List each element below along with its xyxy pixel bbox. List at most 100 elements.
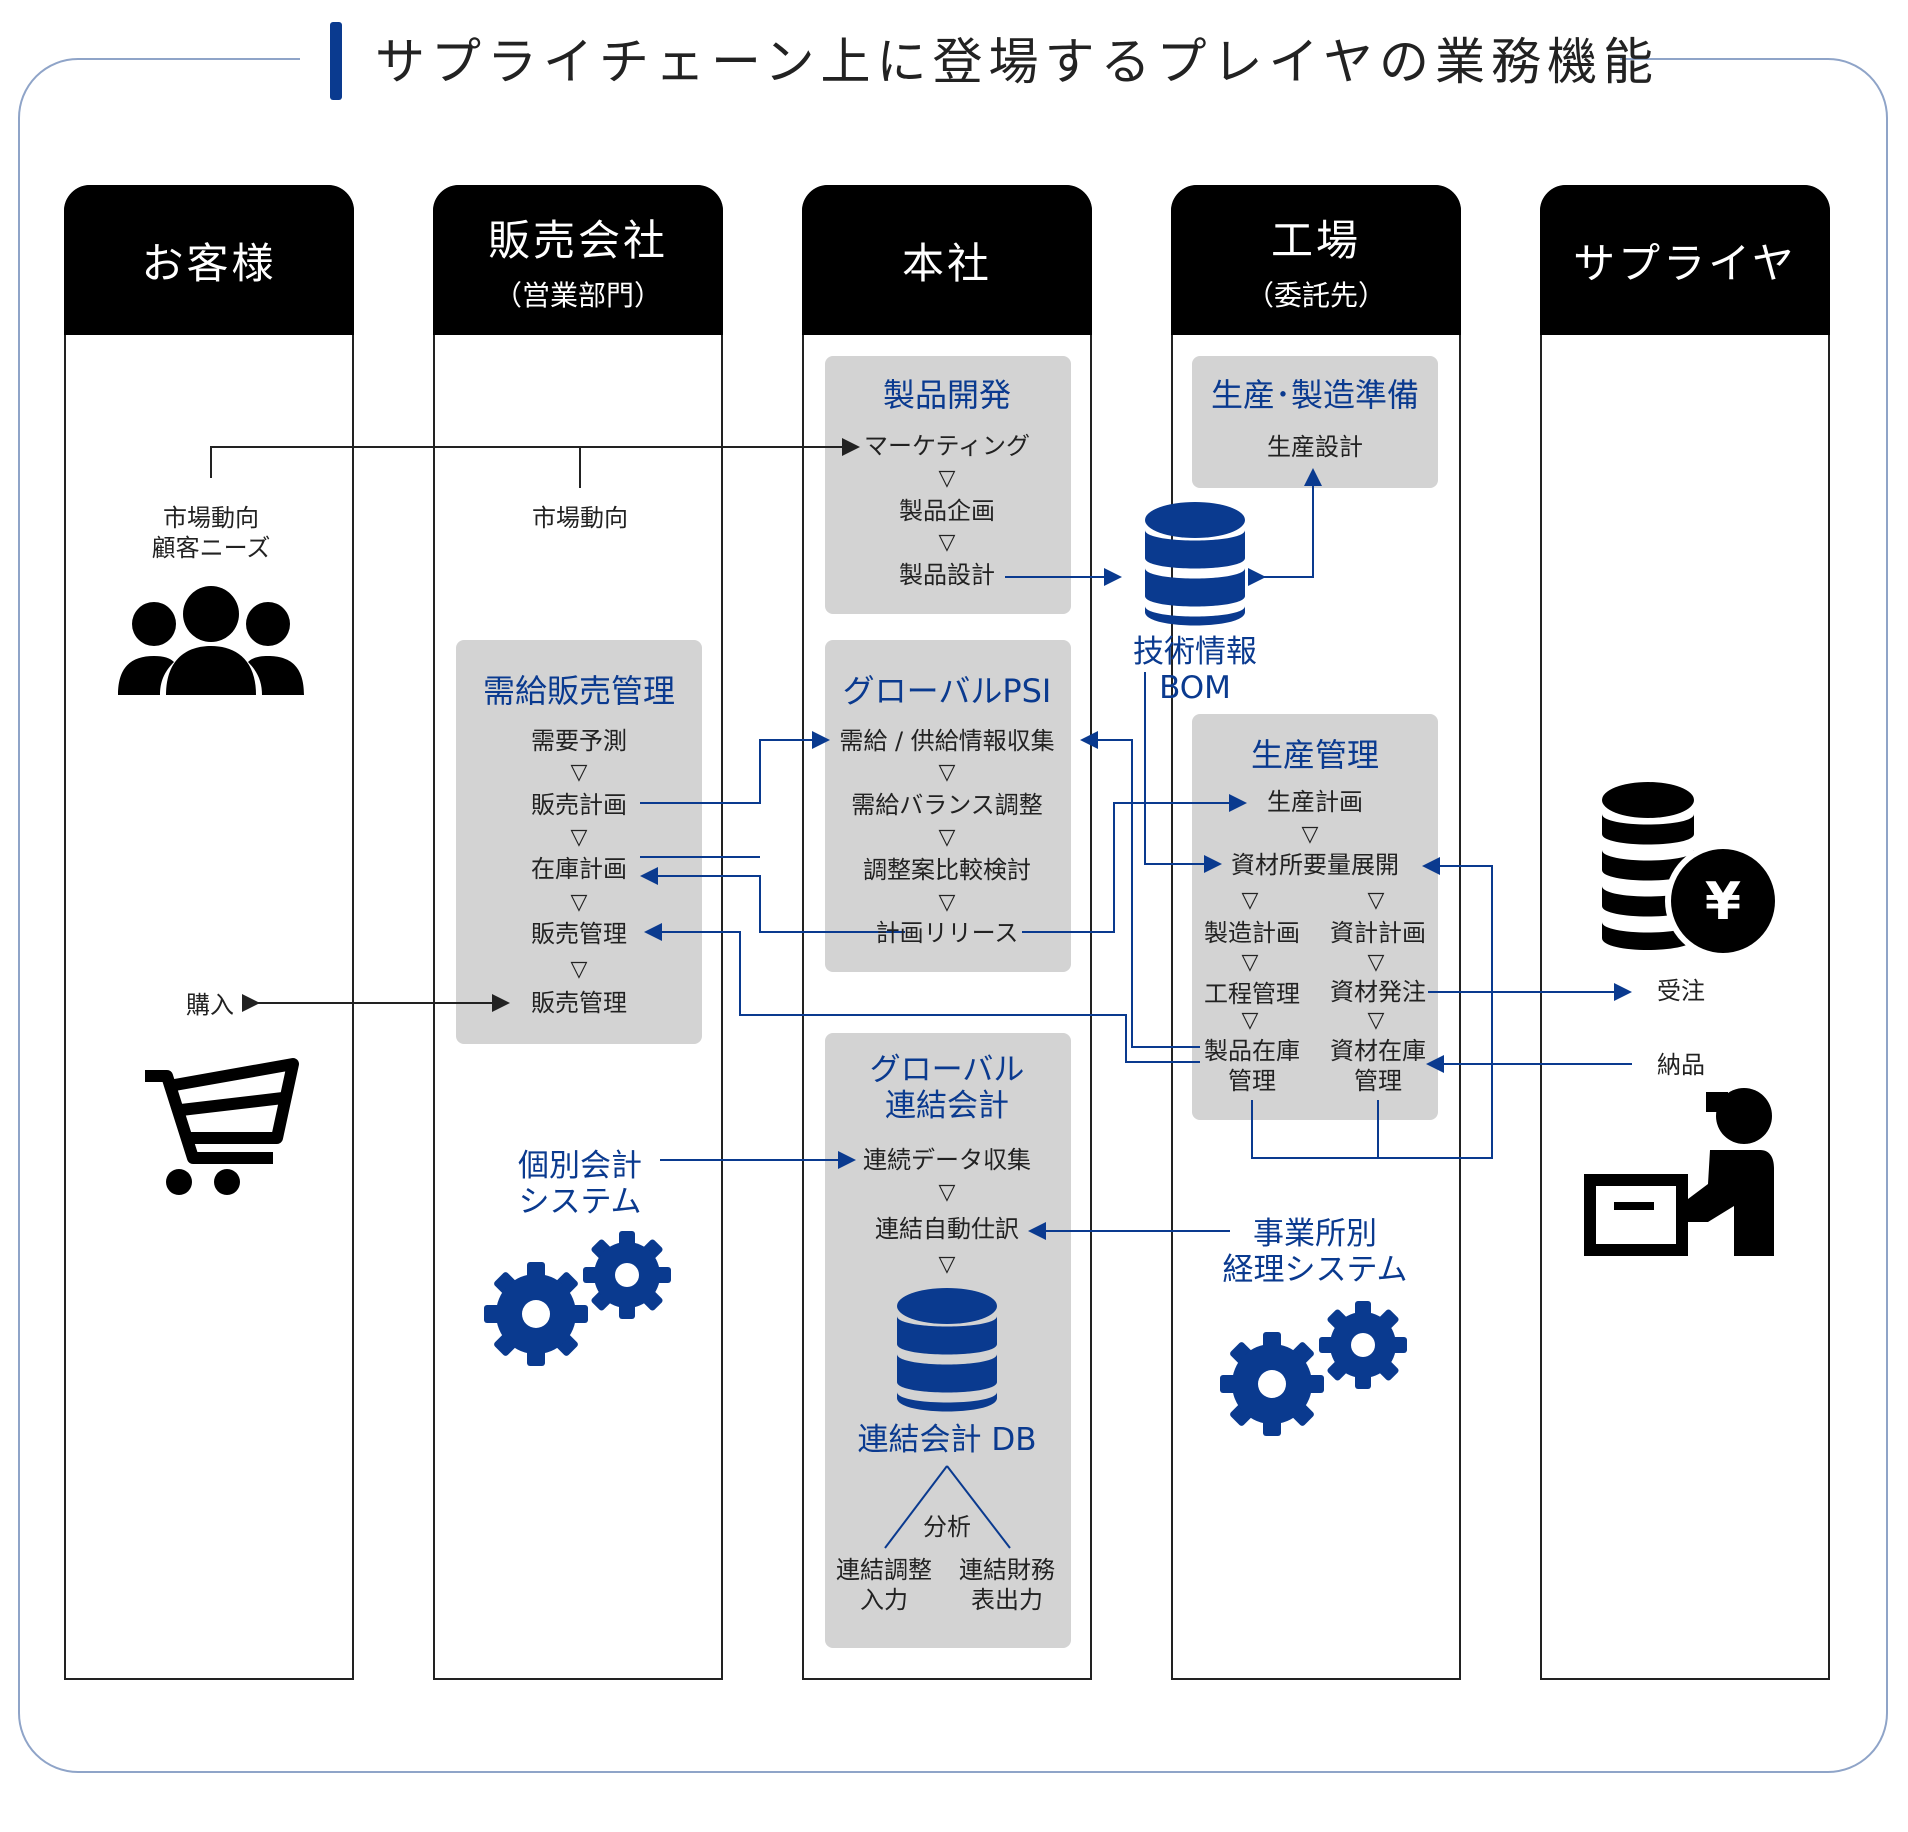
sales-management-item-2: 販売管理	[531, 989, 627, 1017]
product-inventory-line2: 管理	[1228, 1067, 1276, 1095]
product-inventory-line1: 製品在庫	[1204, 1037, 1300, 1065]
office-accounting-line2: 経理システム	[1222, 1252, 1408, 1288]
customer-trend-label: 市場動向 顧客ニーズ	[152, 503, 271, 563]
triangle-down-icon: ▽	[570, 890, 588, 915]
production-prep-title: 生産･製造準備	[1210, 376, 1420, 414]
consolidated-db-label: 連結会計 DB	[857, 1422, 1037, 1458]
column-header: 工場 （委託先）	[1171, 185, 1461, 335]
global-psi-box	[825, 640, 1071, 972]
production-plan-item: 生産計画	[1267, 788, 1363, 816]
diagram-title: サプライチェーン上に登場するプレイヤの業務機能	[375, 33, 1659, 91]
column-title: サプライヤ	[1573, 238, 1797, 288]
triangle-down-icon: ▽	[938, 760, 956, 785]
title-mask	[300, 20, 1620, 100]
people-icon	[118, 586, 304, 695]
line-analysis-right	[946, 1465, 1011, 1549]
psi-balance-item: 需給バランス調整	[851, 791, 1043, 819]
mrp-item: 資材所要量展開	[1231, 851, 1399, 879]
production-prep-box	[1192, 356, 1438, 488]
output-line1: 連結財務	[959, 1556, 1055, 1584]
line-release-to-inventory	[640, 867, 905, 933]
input-line2: 入力	[860, 1586, 908, 1614]
gear-icon	[1220, 1301, 1407, 1436]
auto-journal-item: 連結自動仕訳	[875, 1215, 1019, 1243]
column-header: お客様	[64, 185, 354, 335]
triangle-down-icon: ▽	[1367, 950, 1385, 975]
column-title: 販売会社	[487, 215, 668, 265]
triangle-down-icon: ▽	[938, 890, 956, 915]
cart-icon	[145, 1058, 299, 1195]
line-bom-mrp	[1144, 672, 1222, 873]
psi-release-item: 計画リリース	[875, 919, 1019, 947]
line-sales-to-psi	[640, 731, 830, 804]
triangle-down-icon: ▽	[570, 957, 588, 982]
inventory-plan-item: 在庫計画	[531, 855, 627, 883]
bom-line1: 技術情報	[1133, 634, 1257, 670]
triangle-down-icon: ▽	[938, 466, 956, 491]
demand-forecast-item: 需要予測	[531, 727, 627, 755]
accounting-line1: 個別会計	[518, 1148, 642, 1184]
demand-sales-title: 需給販売管理	[482, 672, 676, 710]
production-management-box	[1192, 714, 1438, 1120]
line-market-trend	[210, 438, 860, 478]
consolidated-title-line1: グローバル	[869, 1052, 1025, 1088]
global-psi-title: グローバルPSI	[842, 672, 1052, 710]
triangle-down-icon: ▽	[1367, 888, 1385, 913]
column-title: 工場	[1270, 215, 1361, 265]
trend-text: 市場動向	[163, 504, 259, 532]
line-analysis-left	[884, 1465, 948, 1549]
production-management-title: 生産管理	[1250, 736, 1380, 774]
triangle-down-icon: ▽	[1241, 950, 1259, 975]
column-customer: お客様	[64, 185, 354, 1680]
sales-trend-label: 市場動向	[532, 504, 628, 532]
triangle-down-icon: ▽	[570, 825, 588, 850]
data-collect-item: 連続データ収集	[863, 1146, 1031, 1174]
financial-output-label: 連結財務 表出力	[959, 1555, 1055, 1615]
triangle-down-icon: ▽	[1241, 888, 1259, 913]
column-title: お客様	[141, 238, 277, 288]
material-inventory-line1: 資材在庫	[1330, 1037, 1426, 1065]
delivery-person-icon	[1584, 1088, 1774, 1256]
demand-sales-box	[456, 640, 702, 1044]
manufacturing-plan-item: 製造計画	[1204, 919, 1300, 947]
office-accounting-label: 事業所別 経理システム	[1222, 1216, 1407, 1288]
analysis-label: 分析	[923, 1513, 971, 1541]
line-inventory-to-sales	[644, 923, 1200, 1063]
triangle-down-icon: ▽	[1367, 1008, 1385, 1033]
triangle-down-icon: ▽	[938, 530, 956, 555]
material-order-item: 資材発注	[1330, 978, 1426, 1006]
output-line2: 表出力	[971, 1586, 1043, 1614]
database-icon	[1145, 502, 1245, 626]
svg-text:¥: ¥	[1705, 872, 1741, 932]
product-dev-box	[825, 356, 1071, 614]
line-inventory-loop	[1251, 857, 1493, 1159]
column-title: 本社	[901, 238, 992, 288]
triangle-down-icon: ▽	[1241, 1008, 1259, 1033]
marketing-item: マーケティング	[863, 432, 1031, 460]
gear-icon	[484, 1231, 671, 1366]
production-design-item: 生産設計	[1267, 433, 1363, 461]
column-subtitle: （営業部門）	[493, 278, 662, 312]
bom-line2: BOM	[1159, 670, 1231, 706]
column-subtitle: （委託先）	[1245, 278, 1386, 312]
triangle-down-icon: ▽	[938, 1180, 956, 1205]
consolidated-title: グローバル 連結会計	[870, 1052, 1025, 1124]
psi-compare-item: 調整案比較検討	[863, 856, 1031, 884]
needs-text: 顧客ニーズ	[151, 534, 271, 562]
consolidated-title-line2: 連結会計	[884, 1088, 1009, 1124]
process-management-item: 工程管理	[1204, 980, 1300, 1008]
input-line1: 連結調整	[836, 1556, 932, 1584]
line-release-to-production	[1022, 794, 1247, 933]
product-inventory-item: 製品在庫 管理	[1204, 1036, 1300, 1096]
column-supplier: サプライヤ	[1540, 185, 1830, 1680]
column-header: 販売会社 （営業部門）	[433, 185, 723, 335]
purchase-label: 購入	[186, 991, 234, 1019]
material-plan-item: 資計計画	[1330, 919, 1426, 947]
sales-management-item: 販売管理	[531, 920, 627, 948]
column-header: 本社	[802, 185, 1092, 335]
office-accounting-line1: 事業所別	[1252, 1216, 1377, 1252]
column-header: サプライヤ	[1540, 185, 1830, 335]
order-received-label: 受注	[1657, 977, 1705, 1005]
product-planning-item: 製品企画	[899, 497, 995, 525]
